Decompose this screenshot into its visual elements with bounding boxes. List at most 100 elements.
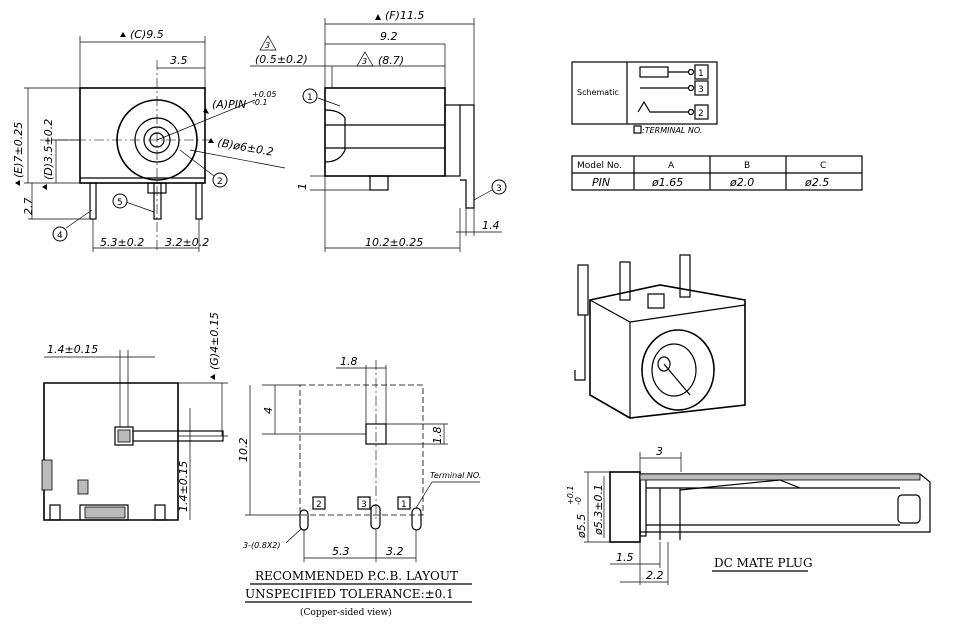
callout-5-label: 5 (117, 198, 123, 208)
pcb-outline (299, 384, 424, 516)
plug-front-ring (609, 471, 641, 543)
plug-body (640, 473, 931, 533)
schematic-spring-contact (637, 100, 688, 113)
pcb-terminal-no: Terminal NO. (430, 471, 481, 480)
callout-circle-3 (491, 179, 507, 195)
key-triangle-icon (203, 108, 209, 114)
bottom-right-foot (154, 504, 166, 521)
schematic-node (687, 108, 695, 116)
leader-line (65, 209, 93, 229)
dim-d-label: (D)3.5±0.2 (42, 119, 55, 180)
table-row-label: PIN (592, 176, 610, 189)
pcb-holes-label: 3-(0.8X2) (243, 541, 281, 550)
pcb-dim-18-top: 1.8 (340, 355, 358, 368)
pcb-pad-3: 3 (361, 500, 367, 510)
pcb-hole-3 (370, 504, 381, 530)
front-pin-right (195, 182, 203, 220)
plug-dim-55-tol-top: +0.1 (566, 486, 575, 505)
bottom-outline (43, 382, 179, 521)
iso-pin (657, 356, 671, 372)
pcb-dim-102: 10.2 (237, 438, 250, 463)
plug-top-shell (639, 473, 921, 481)
plug-dim-15: 1.5 (616, 551, 634, 564)
table-cell-b: ø2.0 (729, 176, 754, 189)
front-body-outline (79, 87, 206, 184)
leader-line (317, 97, 341, 107)
dim-c-label: (C)9.5 (130, 28, 164, 41)
warning-triangle-icon (356, 51, 374, 67)
side-body-outline (324, 87, 446, 177)
schematic-term-box (694, 64, 709, 80)
key-triangle-icon (208, 138, 214, 143)
dim-g-label: (G)4±0.15 (208, 312, 221, 370)
side-inner-curve (324, 109, 346, 163)
dim-a-label: (A)PIN (212, 98, 246, 111)
front-pin-left (89, 182, 97, 220)
plug-title: DC MATE PLUG (714, 556, 813, 570)
front-pin-center (153, 182, 162, 220)
iso-outer-ring (641, 329, 715, 411)
dim-14-label: 1.4 (482, 219, 500, 232)
warn-num-1: 3 (265, 41, 270, 50)
bottom-base-pad (79, 504, 129, 521)
key-triangle-icon (120, 32, 126, 37)
iso-terminal-mid (619, 261, 631, 301)
dim-e-label: (E)7±0.25 (12, 122, 25, 178)
schematic-box: Schematic 1 3 2 :TERMINAL NO. (571, 61, 718, 135)
bottom-center-pad-fill (117, 429, 131, 443)
dim-05-label: (0.5±0.2) (255, 53, 308, 66)
key-triangle-icon (15, 180, 20, 186)
schematic-term-box (694, 104, 709, 120)
dim-102-label: 10.2±0.25 (365, 236, 423, 249)
dim-a-tol-bot: -0.1 (252, 98, 268, 107)
key-triangle-icon (375, 14, 381, 20)
callout-circle-4 (52, 226, 68, 242)
iso-inner-ring (651, 343, 697, 397)
pcb-pad-1: 1 (401, 500, 407, 510)
schematic-term-1: 1 (698, 69, 704, 79)
key-triangle-icon (210, 374, 215, 380)
dim-b-label: (B)ø6±0.2 (216, 136, 274, 159)
leader-line (189, 149, 286, 169)
dim-14-015-label: 1.4±0.15 (47, 343, 98, 356)
bottom-view: 1.4±0.15 (G)4±0.15 1.4±0.15 (41, 312, 228, 521)
table-header-a: A (668, 161, 675, 171)
pcb-dim-4: 4 (262, 407, 275, 414)
side-view: (F)11.5 9.2 3 (0.5±0.2) 3 (8.7) 1 10.2±0… (250, 9, 507, 252)
table-header-c: C (820, 161, 826, 171)
pcb-title: RECOMMENDED P.C.B. LAYOUT (255, 569, 458, 583)
iso-spring (663, 363, 691, 396)
warning-triangle-icon (259, 35, 277, 51)
pcb-layout: 2 3 1 1.8 4 10.2 1.8 5.3 3.2 3-(0.8X2) T… (237, 355, 481, 618)
dim-35-label: 3.5 (170, 54, 188, 67)
table-header-model: Model No. (577, 161, 622, 171)
plug-contact (679, 479, 801, 491)
plug-dim-22: 2.2 (646, 569, 664, 582)
side-terminal-3 (460, 104, 475, 209)
callout-4-label: 4 (57, 231, 63, 241)
schematic-label: Schematic (577, 88, 619, 97)
front-pin-tab (147, 182, 167, 194)
bottom-left-foot (49, 504, 61, 521)
isometric-view (574, 254, 746, 419)
plug-dim-55: ø5.5 (575, 514, 588, 539)
table-cell-a: ø1.65 (651, 176, 683, 189)
plug-dim-53: ø5.3±0.1 (592, 484, 605, 536)
iso-terminal-left (577, 264, 589, 316)
leader-line (156, 99, 256, 141)
pcb-dim-53: 5.3 (332, 545, 350, 558)
plug-end-tab (897, 494, 921, 524)
pcb-pad-box-1 (397, 496, 411, 510)
leader-line (473, 189, 493, 201)
pcb-hole-2 (299, 509, 309, 531)
key-triangle-icon (42, 184, 47, 190)
iso-top-edge (589, 299, 746, 323)
dim-53-label: 5.3±0.2 (100, 236, 144, 249)
schematic-node (687, 84, 695, 92)
schematic-node (687, 68, 695, 76)
side-pin-tab (369, 175, 389, 191)
terminal-legend-box (633, 125, 642, 134)
pcb-pad-2: 2 (316, 500, 322, 510)
dim-14-015b-label: 1.4±0.15 (177, 461, 190, 512)
